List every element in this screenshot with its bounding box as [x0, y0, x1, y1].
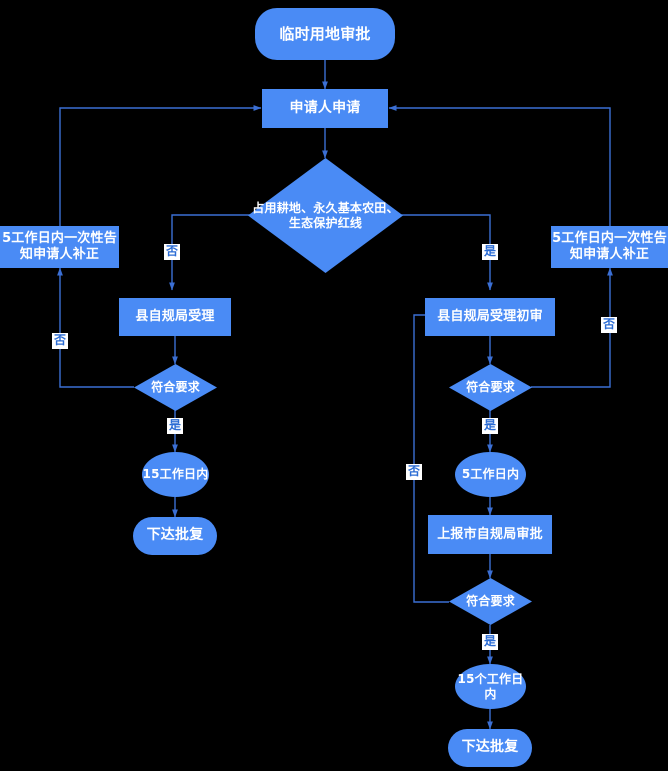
node-decision-land-label: 占用耕地、永久基本农田、生态保护红线 [252, 200, 399, 230]
node-city-days15[interactable]: 15个工作日内 [455, 664, 526, 709]
node-county-accept-label: 县自规局受理 [135, 309, 215, 325]
diamond-shape [449, 578, 532, 625]
edge-label-no-city-loop: 否 [406, 464, 422, 480]
edge-label-no-left-loop: 否 [52, 333, 68, 349]
node-city-days15-label: 15个工作日内 [457, 671, 524, 701]
node-right-reply[interactable]: 下达批复 [448, 729, 532, 767]
node-left-notify[interactable]: 5工作日内一次性告知申请人补正 [0, 226, 119, 268]
node-left-reply-label: 下达批复 [146, 527, 204, 544]
node-left-reply[interactable]: 下达批复 [133, 517, 217, 555]
node-left-conform-label: 符合要求 [151, 380, 200, 395]
node-city-report-label: 上报市自规局审批 [437, 526, 543, 542]
diamond-shape [248, 158, 403, 273]
node-right-conform[interactable]: 符合要求 [449, 364, 532, 411]
node-city-conform-label: 符合要求 [466, 594, 515, 609]
node-county-accept-review[interactable]: 县自规局受理初审 [425, 298, 555, 336]
node-county-accept-review-label: 县自规局受理初审 [437, 309, 543, 325]
node-start-label: 临时用地审批 [279, 24, 371, 43]
edge-label-no-left-branch: 否 [164, 244, 180, 260]
node-right-notify[interactable]: 5工作日内一次性告知申请人补正 [551, 226, 668, 268]
node-city-report[interactable]: 上报市自规局审批 [428, 515, 552, 554]
node-decision-land[interactable]: 占用耕地、永久基本农田、生态保护红线 [248, 158, 403, 273]
diamond-shape [449, 364, 532, 411]
edge-label-yes-left-conform: 是 [167, 418, 183, 434]
node-city-conform[interactable]: 符合要求 [449, 578, 532, 625]
node-start[interactable]: 临时用地审批 [255, 8, 395, 60]
node-right-reply-label: 下达批复 [461, 739, 519, 756]
node-left-conform[interactable]: 符合要求 [134, 364, 217, 411]
edge-label-yes-right-branch: 是 [482, 244, 498, 260]
edge-label-yes-city-conform: 是 [482, 634, 498, 650]
node-left-days15[interactable]: 15工作日内 [142, 452, 209, 497]
node-county-accept[interactable]: 县自规局受理 [119, 298, 231, 336]
edge-label-no-right-loop: 否 [601, 317, 617, 333]
node-right-days5[interactable]: 5工作日内 [455, 452, 526, 497]
node-right-days5-label: 5工作日内 [461, 467, 520, 482]
node-right-notify-label: 5工作日内一次性告知申请人补正 [552, 231, 667, 262]
node-apply-label: 申请人申请 [289, 99, 361, 116]
node-right-conform-label: 符合要求 [466, 380, 515, 395]
diamond-shape [134, 364, 217, 411]
edge-label-yes-right-conform: 是 [482, 418, 498, 434]
node-left-days15-label: 15工作日内 [142, 467, 209, 482]
node-apply[interactable]: 申请人申请 [262, 89, 388, 128]
node-left-notify-label: 5工作日内一次性告知申请人补正 [2, 231, 117, 262]
